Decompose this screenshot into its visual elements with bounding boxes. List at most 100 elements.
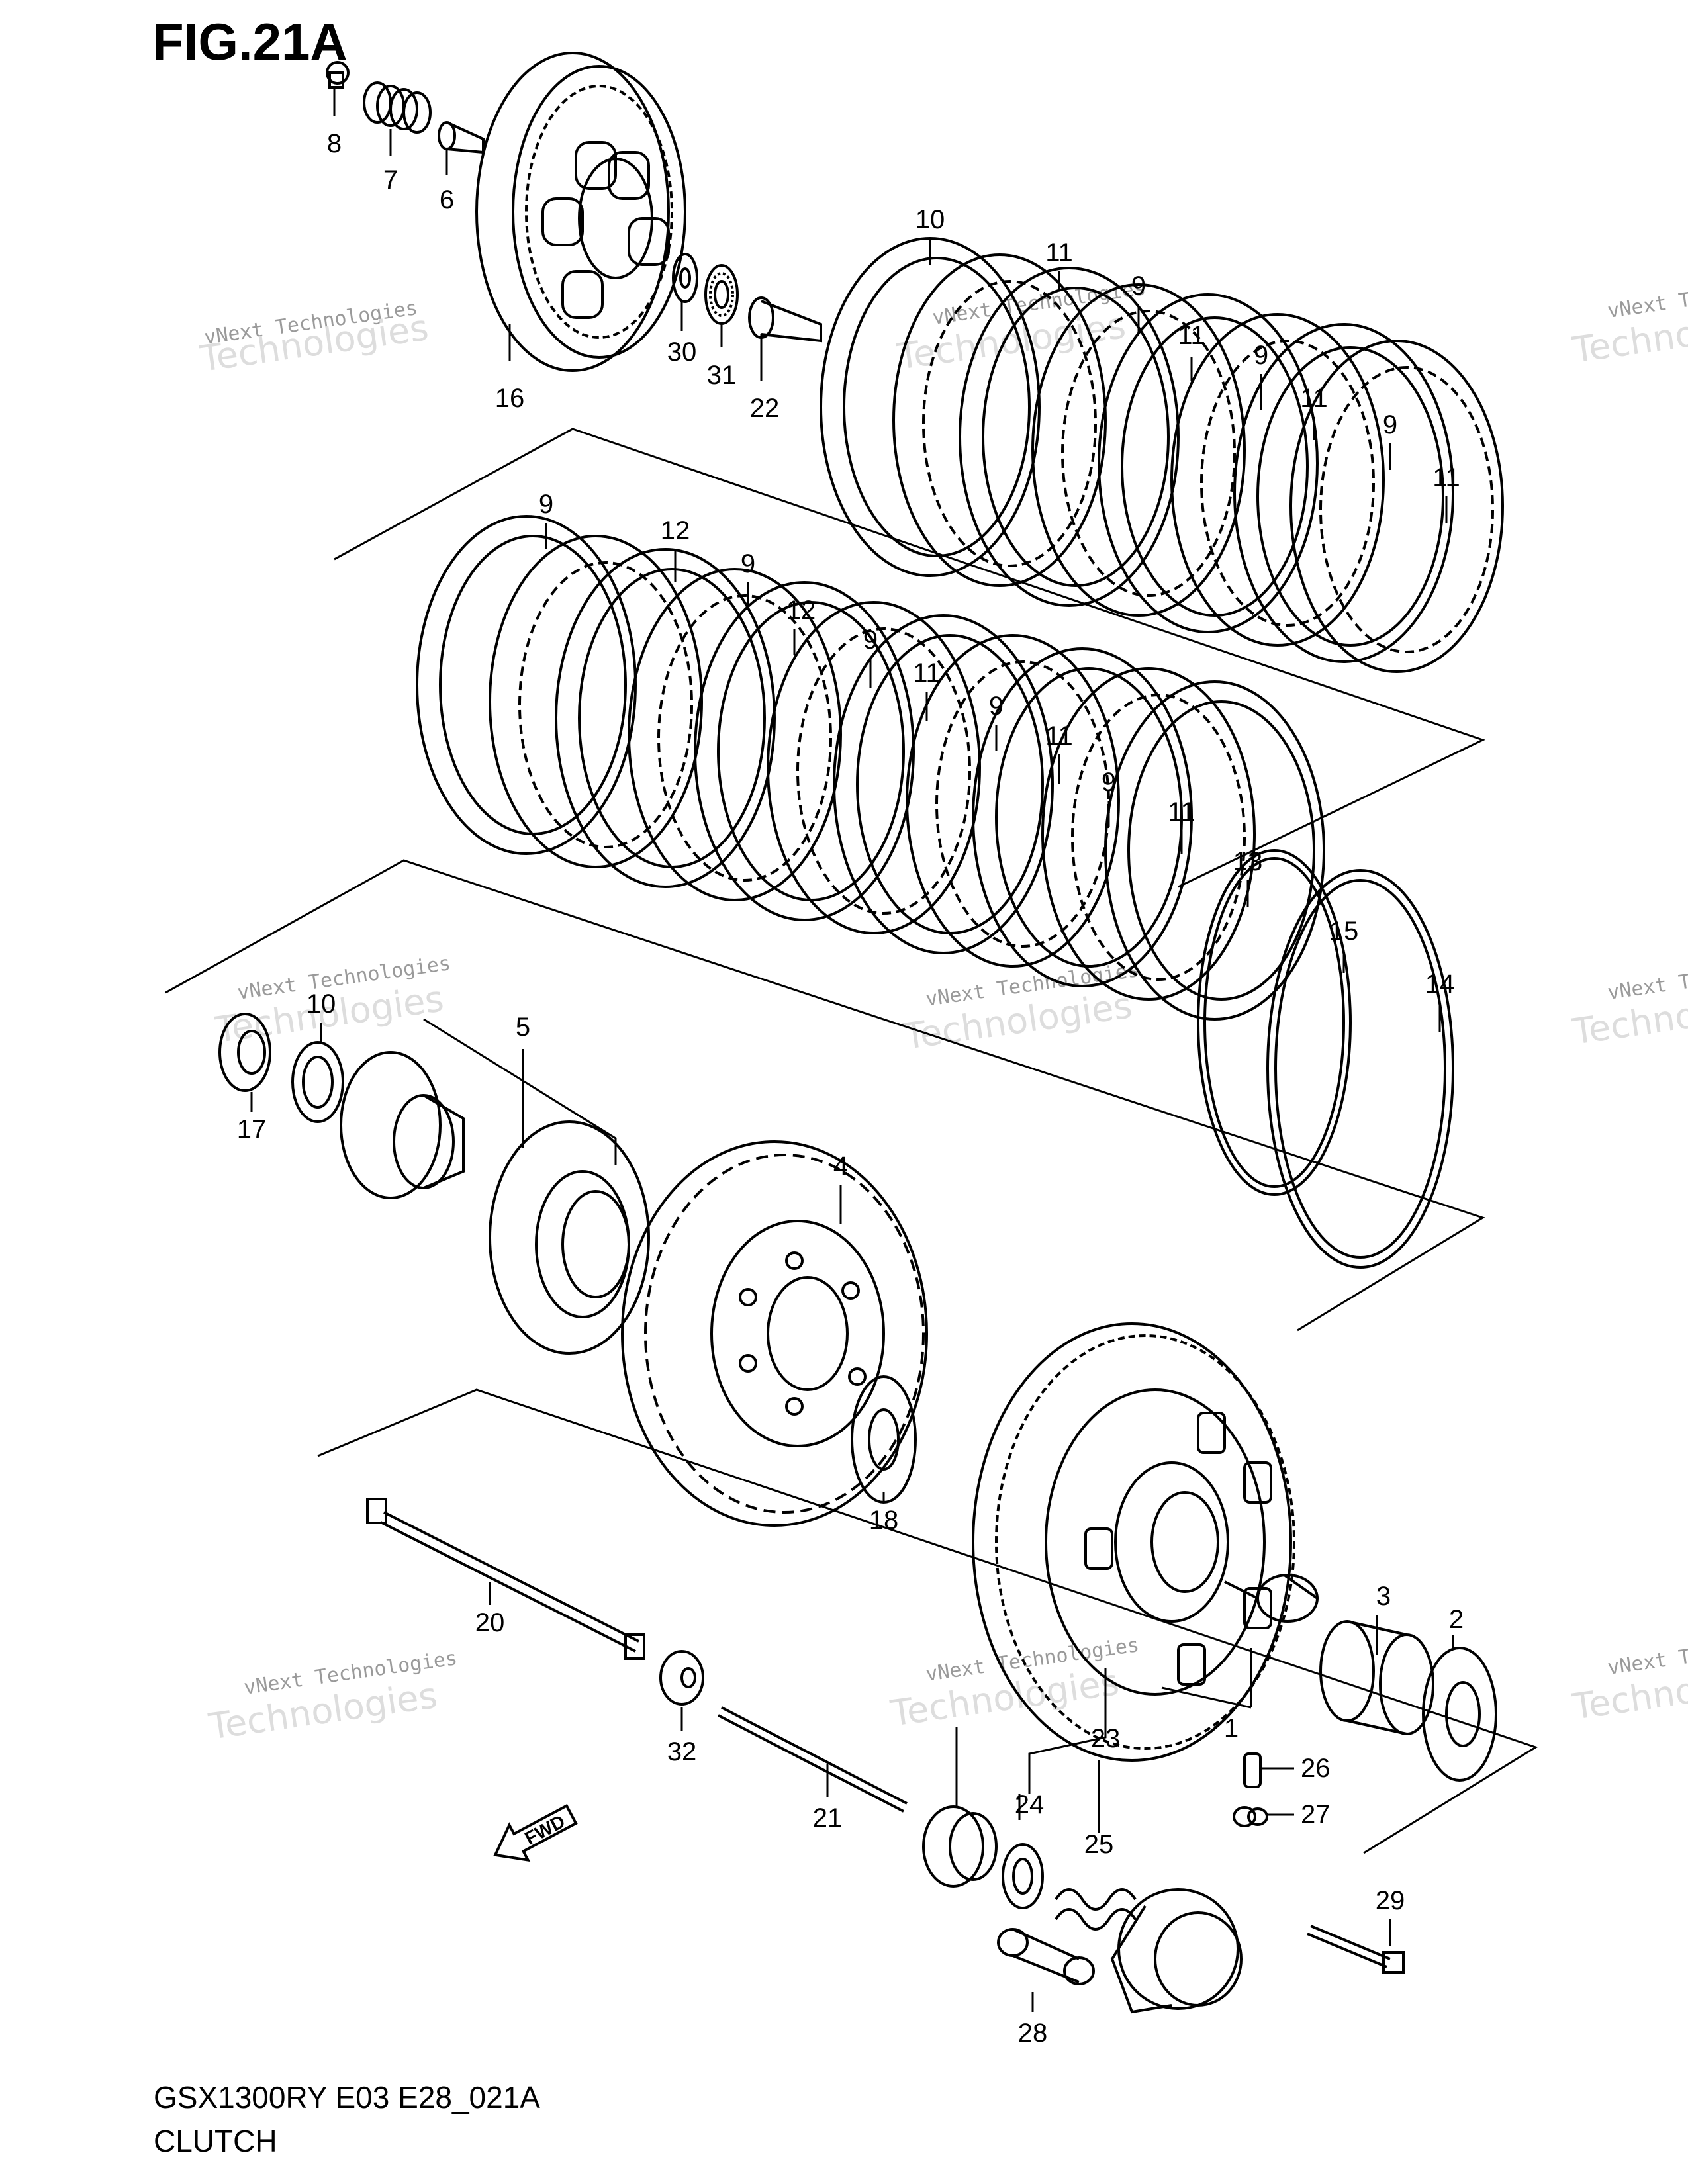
callout-26: 26 [1301,1754,1331,1783]
driven-plate-11-g [1041,667,1256,1001]
callout-22: 22 [750,394,780,423]
watermark-5: vNext Technologies Technologies [206,1647,459,1748]
driven-plate-11-e [767,601,981,934]
callout-11-g: 11 [1168,797,1196,827]
callout-24: 24 [1015,1790,1045,1819]
spring-seat-5 [340,1051,465,1199]
callout-5: 5 [516,1013,530,1042]
callout-9-b: 9 [1254,341,1268,370]
callout-32: 32 [667,1737,697,1766]
damper-plate [489,1120,650,1355]
middle-plate-stack [416,515,1325,1021]
callout-7: 7 [383,165,398,195]
callout-15: 15 [1329,917,1359,946]
callout-11-f: 11 [1045,721,1073,751]
dowel-pin-28 [997,1928,1095,1985]
figure-title: FIG.21A [152,13,348,71]
spring-holder-6 [438,121,485,154]
driven-plate-11-a [892,253,1107,587]
callout-18: 18 [869,1506,899,1535]
watermark-9: vNext Technologies Technologies [1570,1627,1688,1728]
oil-seal-32 [659,1650,704,1706]
callout-9-h: 9 [1102,768,1116,797]
callout-9-a: 9 [1131,271,1146,300]
callout-29: 29 [1376,1886,1405,1915]
callout-11-a: 11 [1045,238,1073,267]
driven-plate-11-d [1289,340,1504,673]
drive-plate-13 [1104,680,1325,1021]
callout-13: 13 [1233,847,1263,876]
watermark-2: vNext Technologies Technologies [894,277,1147,378]
callout-31: 31 [707,361,737,390]
callout-9-d: 9 [539,490,553,519]
callout-27: 27 [1301,1800,1331,1829]
spacer-tube [1224,1574,1319,1623]
watermark-1: vNext Technologies Technologies [197,296,431,380]
callout-11-b: 11 [1178,321,1205,350]
release-cylinder-23 [1110,1888,1243,2014]
callout-30: 30 [667,338,697,367]
assembly-frame-lines [165,428,1538,1854]
bolt-29 [1307,1925,1405,1974]
fwd-arrow-icon: FWD [493,1803,578,1862]
callout-23: 23 [1091,1724,1121,1753]
drive-plate-9-a [959,267,1180,607]
drive-plate-9-h [972,647,1193,987]
spring-7 [363,81,432,134]
callout-labels: 8 7 6 16 30 31 22 10 11 9 11 9 11 9 11 9… [237,129,1464,2048]
callout-11-d: 11 [1432,463,1460,492]
thrust-washer-2 [1422,1647,1497,1782]
model-code: GSX1300RY E03 E28_021A [154,2080,540,2115]
watermark-group: vNext Technologies Technologies vNext Te… [197,270,1688,1748]
callout-2: 2 [1449,1605,1464,1634]
watermark-7: vNext Technologies Technologies [1570,270,1688,371]
callout-9-g: 9 [989,692,1004,721]
drive-plate-9-d [416,515,637,855]
spring-washer-14 [1266,869,1454,1269]
watermark-6: vNext Technologies Technologies [888,1633,1141,1735]
pressure-plate-16 [475,52,686,372]
callout-21: 21 [813,1803,843,1833]
callout-11-e: 11 [913,659,941,688]
bleeder-26 [1243,1752,1262,1788]
clutch-sleeve-hub-4 [621,1140,928,1527]
callout-9-f: 9 [863,625,878,655]
callout-25: 25 [1084,1830,1114,1859]
push-rod-21 [718,1706,908,1813]
washer-19 [291,1041,344,1123]
nut-17 [218,1013,271,1092]
callout-10-b: 10 [306,989,336,1019]
callout-20: 20 [475,1608,505,1637]
piston-seal [1002,1843,1044,1909]
spring-25 [1055,1888,1137,1931]
callout-17: 17 [237,1115,267,1144]
callout-28: 28 [1018,2019,1048,2048]
callout-11-c: 11 [1300,384,1328,413]
leader-lines [250,86,1454,2012]
drive-plate-9-c [1233,323,1454,663]
bolt-8 [326,61,350,89]
callout-16: 16 [495,384,525,413]
washer-30 [672,253,698,303]
drive-plate-10 [820,237,1041,577]
callout-9-c: 9 [1383,410,1397,439]
washer-18 [851,1375,917,1504]
callout-3: 3 [1376,1582,1391,1611]
callout-10-a: 10 [915,205,945,234]
drive-plate-9-b [1098,293,1319,633]
push-rod-20 [366,1498,645,1660]
callout-8: 8 [327,129,342,158]
callout-12-a: 12 [661,516,690,545]
callout-14: 14 [1425,970,1455,999]
upper-plate-stack [820,237,1504,673]
push-piece-22 [748,296,822,343]
driven-plate-12-b [628,568,842,901]
callout-6: 6 [440,185,454,214]
cap-27 [1233,1806,1268,1827]
callout-4: 4 [833,1152,848,1181]
watermark-4: vNext Technologies Technologies [901,958,1141,1058]
figure-caption: CLUTCH [154,2124,277,2158]
driven-plate-12-a [489,535,703,868]
needle-bearing-3 [1319,1620,1434,1735]
